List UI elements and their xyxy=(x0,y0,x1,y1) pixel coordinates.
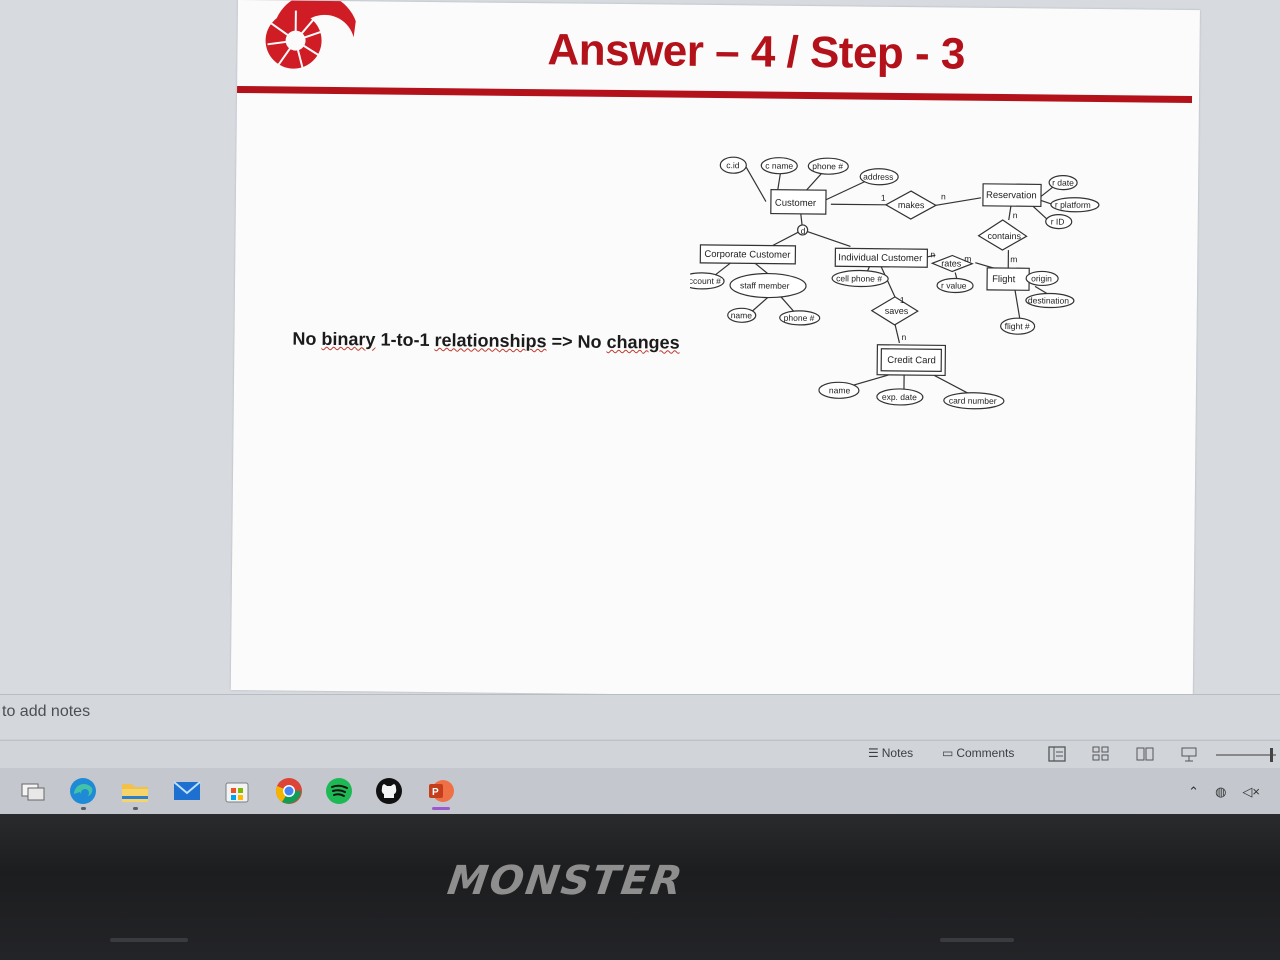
comments-button[interactable]: ▭ Comments xyxy=(942,746,1014,760)
svg-text:card number: card number xyxy=(949,395,997,406)
brand-logo: MONSTER xyxy=(444,858,687,904)
svg-text:n: n xyxy=(941,191,946,201)
svg-text:1: 1 xyxy=(900,295,905,305)
svg-text:rates: rates xyxy=(941,258,962,268)
normal-view-icon[interactable] xyxy=(1048,746,1066,762)
powerpoint-icon[interactable]: P xyxy=(424,774,458,810)
slide-title[interactable]: Answer – 4 / Step - 3 xyxy=(547,25,966,79)
svg-text:m: m xyxy=(1010,254,1017,264)
svg-text:phone #: phone # xyxy=(812,161,843,171)
svg-text:account #: account # xyxy=(689,276,722,286)
chevron-up-icon[interactable]: ⌃ xyxy=(1188,784,1200,799)
bezel-hinge-right xyxy=(940,938,1014,942)
svg-text:flight #: flight # xyxy=(1005,321,1030,331)
svg-text:saves: saves xyxy=(885,306,909,316)
svg-text:Credit Card: Credit Card xyxy=(887,355,936,367)
slide-editor-area: Answer – 4 / Step - 3 No binary 1-to-1 r… xyxy=(230,0,1200,701)
svg-text:exp. date: exp. date xyxy=(882,392,917,402)
er-diagram[interactable]: Customer Reservation Corporate Customer … xyxy=(688,145,1122,429)
svg-text:1: 1 xyxy=(881,193,886,203)
body-word-binary: binary xyxy=(321,328,376,350)
slide-sorter-icon[interactable] xyxy=(1092,746,1110,762)
body-word-arrow: => No xyxy=(551,331,602,352)
svg-text:Corporate Customer: Corporate Customer xyxy=(704,249,790,261)
comments-button-label: Comments xyxy=(956,746,1015,760)
slide[interactable]: Answer – 4 / Step - 3 No binary 1-to-1 r… xyxy=(230,0,1200,701)
github-icon[interactable] xyxy=(372,774,406,808)
svg-text:name: name xyxy=(731,310,753,320)
file-explorer-icon[interactable] xyxy=(118,774,152,810)
notes-icon: ☰ xyxy=(868,746,879,760)
notes-button[interactable]: ☰ Notes xyxy=(868,746,913,760)
chrome-icon[interactable] xyxy=(272,774,306,808)
volume-muted-icon[interactable]: ◁× xyxy=(1242,784,1260,799)
svg-text:n: n xyxy=(901,332,906,342)
svg-text:Individual Customer: Individual Customer xyxy=(838,252,922,264)
slideshow-icon[interactable] xyxy=(1180,746,1198,762)
svg-text:n: n xyxy=(930,249,935,259)
svg-text:makes: makes xyxy=(898,200,925,210)
svg-text:address: address xyxy=(863,172,893,182)
svg-text:phone #: phone # xyxy=(784,313,815,323)
body-word-no: No xyxy=(292,328,317,349)
svg-text:origin: origin xyxy=(1031,273,1052,283)
notes-button-label: Notes xyxy=(881,746,914,760)
laptop-bezel: MONSTER xyxy=(0,814,1280,960)
screen: Answer – 4 / Step - 3 No binary 1-to-1 r… xyxy=(0,0,1280,820)
notes-pane[interactable]: to add notes xyxy=(0,694,1280,739)
running-indicator xyxy=(133,807,138,810)
store-icon[interactable] xyxy=(220,774,254,808)
svg-text:destination: destination xyxy=(1028,295,1069,305)
svg-text:contains: contains xyxy=(988,231,1022,241)
body-word-relationships: relationships xyxy=(434,330,547,352)
zoom-slider-thumb[interactable] xyxy=(1270,748,1273,762)
body-word-changes: changes xyxy=(606,331,680,353)
svg-text:c name: c name xyxy=(765,161,793,171)
title-divider xyxy=(237,85,1193,103)
svg-text:Reservation: Reservation xyxy=(986,190,1037,202)
network-icon[interactable]: ◍ xyxy=(1215,784,1227,799)
svg-text:n: n xyxy=(1013,210,1018,220)
status-bar: ☰ Notes ▭ Comments xyxy=(0,740,1280,769)
system-tray: ⌃ ◍ ◁× xyxy=(1188,784,1260,800)
svg-text:cell phone #: cell phone # xyxy=(836,273,882,283)
comment-icon: ▭ xyxy=(942,746,954,760)
svg-text:r ID: r ID xyxy=(1051,217,1065,227)
active-indicator xyxy=(432,807,450,810)
mail-icon[interactable] xyxy=(170,774,204,808)
notes-placeholder[interactable]: to add notes xyxy=(2,703,91,720)
svg-text:c.id: c.id xyxy=(726,160,740,170)
svg-text:r date: r date xyxy=(1052,178,1074,188)
svg-text:P: P xyxy=(432,787,439,798)
svg-text:name: name xyxy=(829,385,851,395)
body-word-1to1: 1-to-1 xyxy=(380,329,430,351)
windows-taskbar: P ⌃ ◍ ◁× xyxy=(0,768,1280,814)
svg-text:m: m xyxy=(964,254,971,264)
svg-text:d: d xyxy=(801,226,806,236)
zoom-slider[interactable] xyxy=(1216,748,1276,762)
svg-text:staff member: staff member xyxy=(740,280,790,291)
bezel-hinge-left xyxy=(110,938,188,942)
task-view-icon[interactable] xyxy=(16,774,50,808)
svg-text:Customer: Customer xyxy=(775,198,816,209)
edge-icon[interactable] xyxy=(66,774,100,810)
svg-text:Flight: Flight xyxy=(992,274,1016,285)
svg-text:r platform: r platform xyxy=(1055,200,1091,210)
university-logo xyxy=(265,0,356,71)
running-indicator xyxy=(81,807,86,810)
svg-text:r value: r value xyxy=(941,280,967,290)
slide-body-text[interactable]: No binary 1-to-1 relationships => No cha… xyxy=(292,329,679,354)
reading-view-icon[interactable] xyxy=(1136,746,1154,762)
spotify-icon[interactable] xyxy=(322,774,356,808)
